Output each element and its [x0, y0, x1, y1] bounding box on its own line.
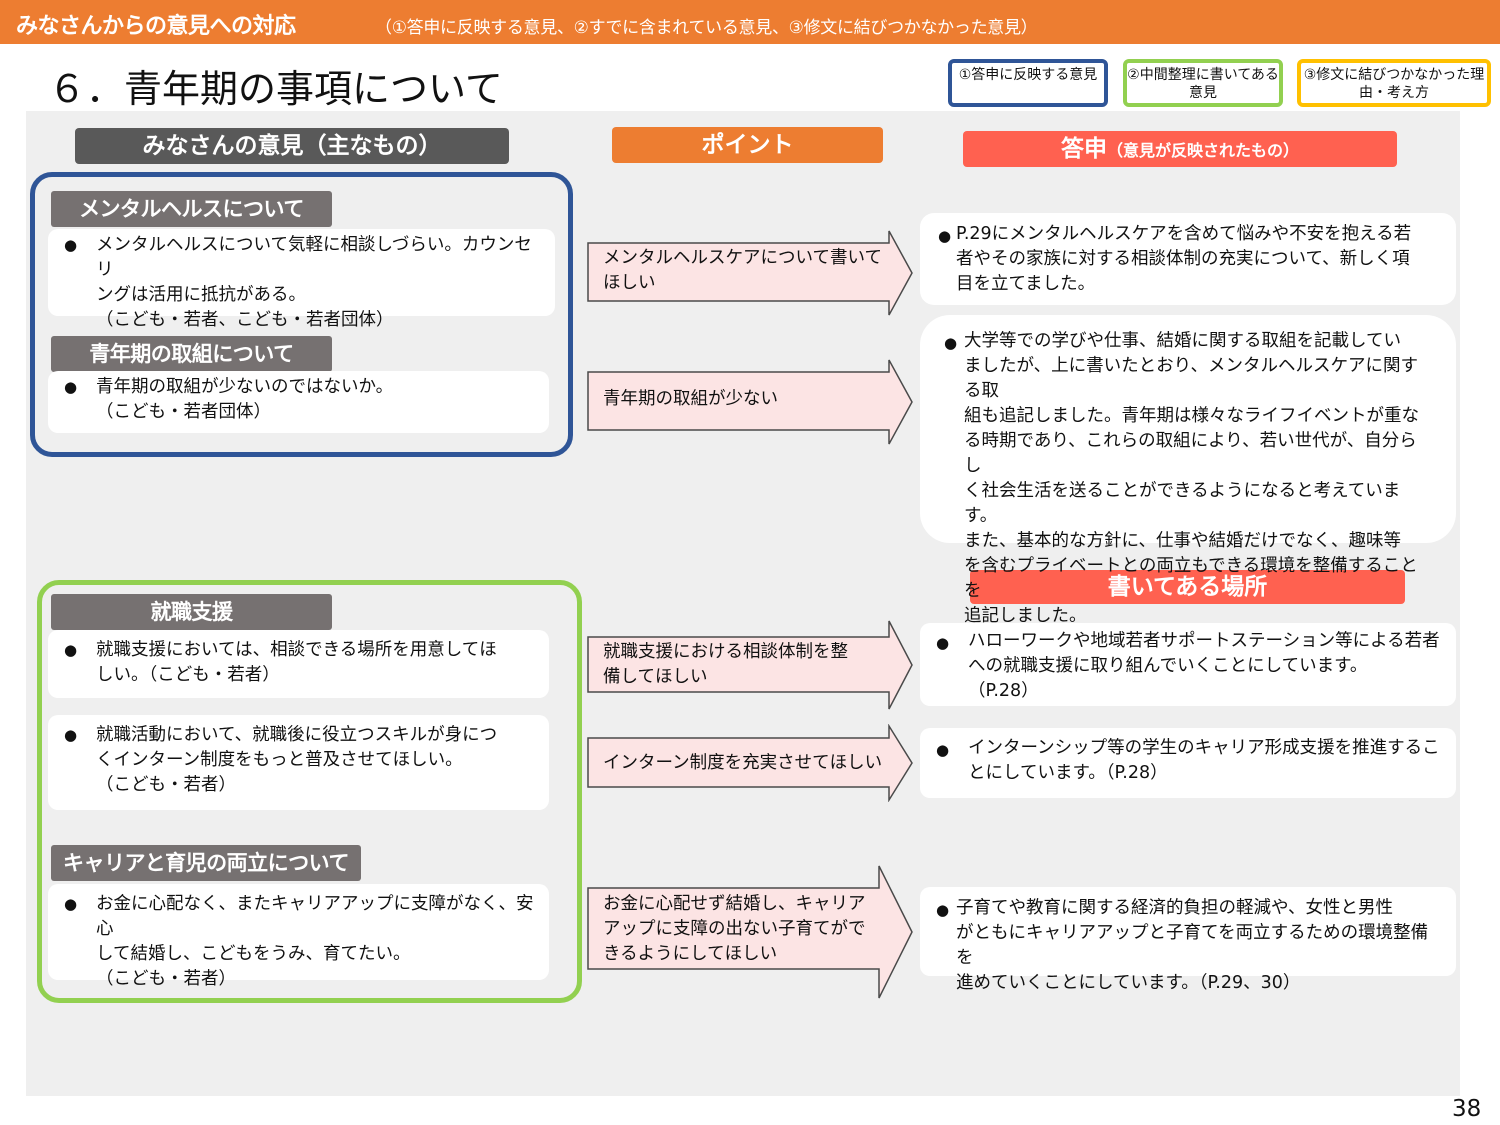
arrow-shape: [587, 620, 913, 710]
bullet-icon: ●: [64, 895, 78, 913]
header-title: みなさんからの意見への対応: [16, 14, 296, 39]
answer-internship: ● インターンシップ等の学生のキャリア形成支援を推進するこ とにしています。（P…: [920, 728, 1456, 798]
answer-line: とにしています。（P.28）: [968, 763, 1168, 783]
arrow-shape: [587, 724, 913, 802]
answer-line: る時期であり、これらの取組により、若い世代が、自分らし: [964, 431, 1417, 476]
point-line: ほしい: [603, 273, 656, 293]
answer-line: （P.28）: [968, 681, 1039, 701]
opinion-line: しい。（こども・若者）: [96, 665, 280, 685]
answer-line: 組も追記しました。青年期は様々なライフイベントが重な: [964, 406, 1419, 426]
opinion-line: くインターン制度をもっと普及させてほしい。: [96, 750, 463, 770]
answer-line: インターンシップ等の学生のキャリア形成支援を推進するこ: [968, 738, 1440, 758]
answer-job-support: ● ハローワークや地域若者サポートステーション等による若者 への就職支援に取り組…: [920, 623, 1456, 706]
opinion-line: 就職活動において、就職後に役立つスキルが身につ: [96, 725, 498, 745]
arrow-shape: [587, 230, 913, 316]
answer-line: 進めていくことにしています。（P.29、30）: [956, 973, 1301, 993]
bullet-icon: ●: [936, 741, 950, 759]
header-subtitle: （①答申に反映する意見、②すでに含まれている意見、③修文に結びつかなかった意見）: [375, 18, 1038, 38]
opinion-source: （こども・若者）: [96, 775, 236, 795]
answer-line: 目を立てました。: [956, 274, 1096, 294]
opinion-line: メンタルヘルスについて気軽に相談しづらい。カウンセリ: [96, 235, 532, 280]
bullet-icon: ●: [64, 378, 78, 396]
answer-line: く社会生活を送ることができるようになると考えています。: [964, 481, 1401, 526]
opinion-line: 青年期の取組が少ないのではないか。: [96, 377, 394, 397]
point-text: 就職支援における相談体制を整 備してほしい: [603, 640, 848, 690]
legend-label: ②中間整理に書いてある意見: [1127, 67, 1279, 101]
legend-not-revised: ③修文に結びつかなかった理由・考え方: [1297, 59, 1491, 107]
point-column-header: ポイント: [612, 127, 883, 163]
legend-label: ③修文に結びつかなかった理由・考え方: [1303, 67, 1485, 101]
answer-line: ましたが、上に書いたとおり、メンタルヘルスケアに関する取: [964, 356, 1418, 401]
answer-line: また、基本的な方針に、仕事や結婚だけでなく、趣味等: [964, 531, 1401, 551]
point-line: メンタルヘルスケアについて書いて: [603, 248, 882, 268]
answer-header-main: 答申: [1060, 136, 1107, 162]
category-tag-youth-initiatives: 青年期の取組について: [51, 336, 332, 372]
reflected-group-frame: [30, 172, 573, 457]
bullet-icon: ●: [936, 901, 950, 919]
included-group-frame: [37, 580, 582, 1003]
answer-line: への就職支援に取り組んでいくことにしています。: [968, 656, 1368, 676]
opinion-source: （こども・若者）: [96, 969, 236, 989]
opinion-line: ングは活用に抵抗がある。: [96, 285, 306, 305]
arrow-shape: [587, 359, 913, 445]
page-title: ６．青年期の事項について: [48, 67, 503, 111]
point-text: お金に心配せず結婚し、キャリア アップに支障の出ない子育てがで きるようにしてほ…: [603, 892, 866, 967]
answer-line: 追記しました。: [964, 606, 1087, 626]
legend-label: ①答申に反映する意見: [958, 67, 1098, 83]
opinions-column-header: みなさんの意見（主なもの）: [75, 128, 509, 164]
opinion-line: 就職支援においては、相談できる場所を用意してほ: [96, 640, 497, 660]
bullet-icon: ●: [938, 227, 952, 245]
answer-line: がともにキャリアアップと子育てを両立するための環境整備を: [956, 923, 1429, 968]
answer-header-sub: （意見が反映されたもの）: [1106, 141, 1299, 160]
bullet-icon: ●: [64, 726, 78, 744]
opinion-source: （こども・若者団体）: [96, 402, 271, 422]
point-arrow-job-consultation: 就職支援における相談体制を整 備してほしい: [586, 619, 914, 711]
arrow-shape: [587, 865, 913, 999]
answer-line: 大学等での学びや仕事、結婚に関する取組を記載してい: [964, 331, 1401, 351]
opinion-line: お金に心配なく、またキャリアアップに支障がなく、安心: [96, 894, 534, 939]
page-number: 38: [1452, 1096, 1482, 1122]
legend-already-included: ②中間整理に書いてある意見: [1123, 59, 1283, 107]
answer-line: 者やその家族に対する相談体制の充実について、新しく項: [956, 249, 1410, 269]
category-tag-career-childcare: キャリアと育児の両立について: [51, 845, 361, 881]
category-tag-job-support: 就職支援: [51, 594, 332, 630]
point-line: 青年期の取組が少ない: [603, 389, 778, 409]
opinion-internship: ● 就職活動において、就職後に役立つスキルが身につ くインターン制度をもっと普及…: [48, 715, 549, 810]
answer-line: を含むプライベートとの両立もできる環境を整備することを: [964, 556, 1418, 601]
opinion-career-childcare: ● お金に心配なく、またキャリアアップに支障がなく、安心 して結婚し、こどもをう…: [48, 884, 549, 989]
point-text: 青年期の取組が少ない: [603, 387, 778, 412]
point-text: インターン制度を充実させてほしい: [603, 751, 882, 776]
bullet-icon: ●: [64, 641, 78, 659]
bullet-icon: ●: [944, 334, 958, 352]
point-line: インターン制度を充実させてほしい: [603, 753, 883, 773]
point-line: 就職支援における相談体制を整: [603, 642, 848, 662]
opinion-source: （こども・若者、こども・若者団体）: [96, 310, 394, 330]
written-place-header: 書いてある場所: [970, 570, 1405, 604]
point-line: きるようにしてほしい: [603, 944, 778, 964]
legend-reflected: ①答申に反映する意見: [948, 59, 1108, 107]
answer-youth-initiatives: ● 大学等での学びや仕事、結婚に関する取組を記載してい ましたが、上に書いたとお…: [920, 315, 1456, 626]
category-tag-mental-health: メンタルヘルスについて: [51, 191, 332, 227]
answer-career-childcare: ● 子育てや教育に関する経済的負担の軽減や、女性と男性 がともにキャリアアップと…: [920, 887, 1456, 993]
point-line: 備してほしい: [603, 667, 708, 687]
point-line: アップに支障の出ない子育てがで: [603, 919, 866, 939]
point-arrow-internship: インターン制度を充実させてほしい: [586, 724, 914, 802]
point-text: メンタルヘルスケアについて書いて ほしい: [603, 246, 882, 296]
point-line: お金に心配せず結婚し、キャリア: [603, 894, 866, 914]
header-band: [0, 0, 1500, 44]
opinion-youth-initiatives: ● 青年期の取組が少ないのではないか。 （こども・若者団体）: [48, 371, 549, 433]
answer-line: 子育てや教育に関する経済的負担の軽減や、女性と男性: [956, 898, 1393, 918]
answer-line: ハローワークや地域若者サポートステーション等による若者: [968, 631, 1440, 651]
opinion-line: して結婚し、こどもをうみ、育てたい。: [96, 944, 411, 964]
point-arrow-youth: 青年期の取組が少ない: [586, 358, 914, 446]
answer-column-header: 答申（意見が反映されたもの）: [963, 131, 1397, 167]
opinion-mental-health: ● メンタルヘルスについて気軽に相談しづらい。カウンセリ ングは活用に抵抗がある…: [48, 229, 555, 330]
point-arrow-career-childcare: お金に心配せず結婚し、キャリア アップに支障の出ない子育てがで きるようにしてほ…: [586, 864, 914, 1000]
point-arrow-mental-health: メンタルヘルスケアについて書いて ほしい: [586, 229, 914, 317]
opinion-job-consultation: ● 就職支援においては、相談できる場所を用意してほ しい。（こども・若者）: [48, 630, 549, 698]
answer-line: P.29にメンタルヘルスケアを含めて悩みや不安を抱える若: [956, 224, 1412, 244]
bullet-icon: ●: [64, 236, 78, 254]
bullet-icon: ●: [936, 634, 950, 652]
answer-mental-health: ● P.29にメンタルヘルスケアを含めて悩みや不安を抱える若 者やその家族に対す…: [920, 213, 1456, 305]
